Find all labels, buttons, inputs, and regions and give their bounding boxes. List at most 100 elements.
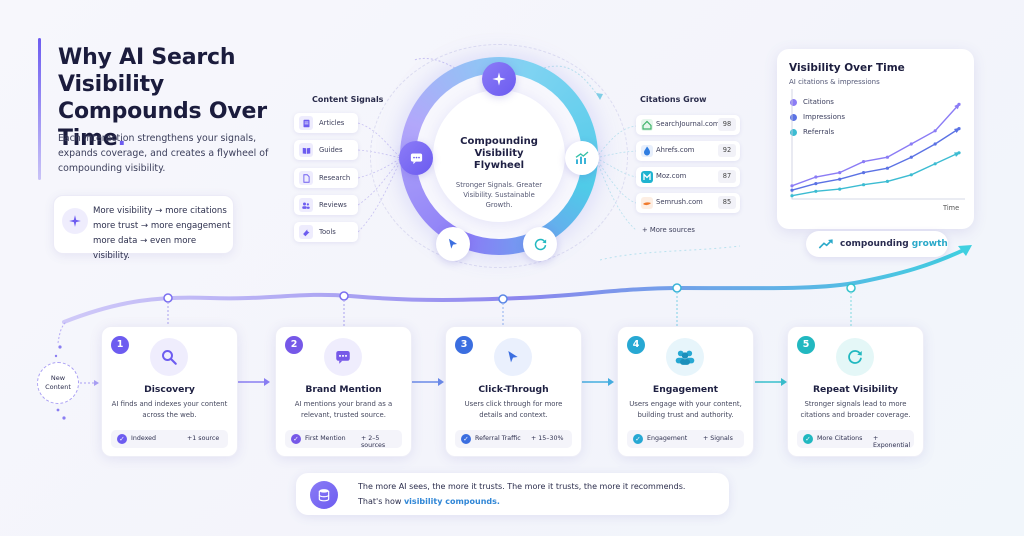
new-content-node: New Content: [37, 362, 79, 404]
data-point-citations: [861, 160, 866, 164]
chart-x-label: Time: [943, 204, 960, 212]
database-icon: [310, 481, 338, 509]
users-icon: [299, 198, 313, 212]
site-icon: [641, 119, 653, 131]
hero-accent-bar: [38, 38, 41, 180]
signal-item-reviews: Reviews: [294, 195, 358, 215]
series-line-referrals: [791, 152, 960, 197]
visibility-chart-card: Visibility Over Time AI citations & impr…: [777, 49, 974, 229]
chart-axis: [791, 89, 965, 200]
step-title: Brand Mention: [305, 384, 382, 395]
legend-citations: Citations: [790, 98, 834, 106]
signal-item-guides: Guides: [294, 140, 358, 160]
trend-up-icon: [818, 239, 833, 249]
step-card-engagement: 4 Engagement Users engage with your cont…: [617, 326, 754, 457]
step-description: AI finds and indexes your content across…: [111, 400, 228, 419]
quote-line-2: That's how visibility compounds.: [358, 497, 500, 506]
data-point-impressions: [933, 142, 937, 146]
content-signals-title: Content Signals: [312, 95, 384, 104]
hero-description: Each interaction strengthens your signal…: [58, 133, 269, 174]
page-title: Why AI Search Visibility Compounds Over …: [58, 45, 267, 151]
growth-chart-icon: [575, 151, 589, 164]
step-number: 2: [285, 336, 303, 354]
step-footer: ✓ Engagement + Signals: [627, 430, 744, 448]
step-number: 5: [797, 336, 815, 354]
step-card-click-through: 3 Click-Through Users click through for …: [445, 326, 582, 457]
step-description: Users click through for more details and…: [464, 400, 563, 419]
visibility-line-chart: [790, 89, 965, 200]
citation-item: Ahrefs.com 92: [636, 141, 740, 161]
data-point-impressions: [790, 188, 794, 192]
data-point-citations: [838, 171, 842, 175]
flywheel-summary-box: More visibility → more citations more tr…: [53, 195, 234, 261]
step-number: 3: [455, 336, 473, 354]
book-icon: [299, 143, 313, 157]
refresh-icon: [836, 338, 874, 376]
series-line-citations: [791, 103, 960, 187]
chart-subtitle: AI citations & impressions: [789, 78, 880, 86]
step-description: AI mentions your brand as a relevant, tr…: [294, 400, 393, 419]
document-icon: [299, 116, 313, 130]
flywheel-core: [433, 90, 565, 222]
data-point-referrals: [909, 173, 913, 177]
step-description: Users engage with your content, building…: [629, 400, 742, 419]
flywheel-subtitle: Stronger Signals. Greater Visibility. Su…: [455, 181, 543, 209]
data-point-impressions: [909, 155, 913, 159]
growth-wave: [62, 246, 970, 324]
flywheel-node-chat: [399, 141, 433, 175]
m-logo-icon: [641, 171, 653, 183]
data-point-citations: [814, 175, 818, 179]
data-point-impressions: [861, 171, 866, 175]
check-icon: ✓: [633, 434, 643, 444]
sparkle-icon: [492, 72, 506, 86]
summary-lines: More visibility → more citations more tr…: [93, 206, 231, 261]
growth-wave-arrow: [958, 245, 972, 256]
legend-impressions: Impressions: [790, 113, 845, 121]
step-footer: ✓ Indexed +1 source: [111, 430, 228, 448]
data-point-referrals: [838, 187, 842, 191]
check-icon: ✓: [117, 434, 127, 444]
data-point-impressions: [838, 177, 842, 181]
step-title: Discovery: [144, 384, 195, 395]
legend-referrals: Referrals: [790, 128, 834, 136]
data-point-impressions: [885, 166, 890, 170]
data-point-citations: [933, 129, 937, 133]
data-point-referrals: [885, 179, 890, 183]
data-point-citations: [909, 142, 913, 146]
citation-item: SearchJournal.com 98: [636, 115, 740, 135]
search-icon: [150, 338, 188, 376]
step-number: 4: [627, 336, 645, 354]
series-arrow-impressions: [954, 127, 961, 133]
file-icon: [299, 171, 313, 185]
step-footer: ✓ First Mention + 2–5 sources: [285, 430, 402, 449]
refresh-icon: [534, 238, 546, 250]
cursor-icon: [494, 338, 532, 376]
fire-icon: [641, 197, 653, 209]
step-footer: ✓ Referral Traffic + 15–30%: [455, 430, 572, 448]
citation-item: Semrush.com 85: [636, 193, 740, 213]
data-point-citations: [790, 184, 794, 188]
flywheel-node-cursor: [436, 227, 470, 261]
cursor-icon: [448, 238, 458, 249]
step-card-repeat-visibility: 5 Repeat Visibility Stronger signals lea…: [787, 326, 924, 457]
step-number: 1: [111, 336, 129, 354]
data-point-referrals: [790, 194, 794, 198]
data-point-referrals: [861, 183, 866, 187]
chat-icon: [410, 153, 422, 164]
quote-line-1: The more AI sees, the more it trusts. Th…: [358, 482, 686, 491]
bottom-quote: The more AI sees, the more it trusts. Th…: [296, 473, 729, 515]
chat-icon: [324, 338, 362, 376]
citation-item: Moz.com 87: [636, 167, 740, 187]
step-card-brand-mention: 2 Brand Mention AI mentions your brand a…: [275, 326, 412, 457]
users-icon: [666, 338, 704, 376]
flywheel-node-growth: [565, 141, 599, 175]
check-icon: ✓: [803, 434, 813, 444]
signal-item-research: Research: [294, 168, 358, 188]
flywheel-title: Compounding Visibility Flywheel: [460, 136, 538, 171]
more-sources-link[interactable]: + More sources: [642, 226, 695, 234]
step-title: Engagement: [652, 384, 719, 395]
check-icon: ✓: [461, 434, 471, 444]
wrench-icon: [299, 225, 313, 239]
series-arrow-citations: [954, 102, 961, 110]
series-line-impressions: [791, 128, 960, 191]
